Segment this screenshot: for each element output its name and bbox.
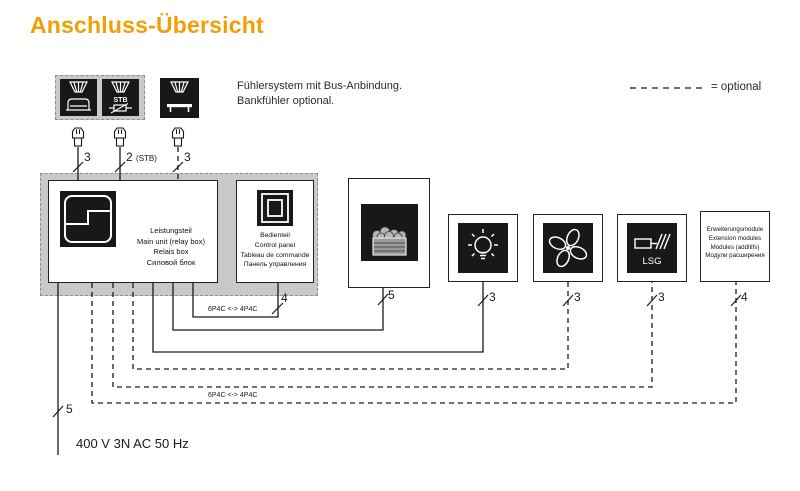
oven-sensor-cable-label: 3 bbox=[84, 150, 91, 164]
oven-sensor-plug-icon bbox=[70, 127, 86, 148]
bench-sensor-cable-label: 3 bbox=[184, 150, 191, 164]
main-unit-label: Leistungsteil Main unit (relay box) Rela… bbox=[137, 226, 205, 267]
control-panel-label: Bedienteil Control panel Tableau de comm… bbox=[240, 232, 310, 269]
oven-temperature-sensor-icon bbox=[60, 79, 97, 116]
stb-sensor-plug-icon bbox=[112, 127, 128, 148]
note-line-1: Fühlersystem mit Bus-Anbindung. bbox=[237, 80, 403, 92]
lsg-module-icon: LSG bbox=[627, 223, 677, 273]
relay-box-icon bbox=[60, 191, 116, 247]
extension-cable-label: 4 bbox=[741, 290, 748, 304]
extension-modules-label: Erweiterungsmodule Extension modules Mod… bbox=[705, 226, 765, 260]
control-panel-adapter-label: 6P4C <-> 4P4C bbox=[208, 306, 258, 313]
fan-cable-label: 3 bbox=[574, 290, 581, 304]
control-panel-display-icon bbox=[257, 190, 293, 226]
optional-legend-label: = optional bbox=[711, 81, 762, 93]
power-supply-label: 400 V 3N AC 50 Hz bbox=[76, 436, 189, 451]
heater-cable-label: 5 bbox=[388, 288, 395, 302]
light-cable-label: 3 bbox=[489, 290, 496, 304]
page-title: Anschluss-Übersicht bbox=[30, 12, 264, 38]
extension-adapter-label: 6P4C <-> 4P4C bbox=[208, 392, 258, 399]
note-line-2: Bankfühler optional. bbox=[237, 95, 335, 107]
light-bulb-icon bbox=[458, 223, 508, 273]
control-panel-cable-label: 4 bbox=[281, 291, 288, 305]
bench-sensor-plug-icon bbox=[170, 127, 186, 148]
stb-sensor-cable-label: 2 (STB) bbox=[126, 150, 157, 164]
bench-temperature-sensor-icon bbox=[160, 78, 199, 118]
extension-modules-box bbox=[700, 211, 770, 282]
fan-icon bbox=[543, 223, 593, 273]
sensor-system-note: Fühlersystem mit Bus-Anbindung. Bankfühl… bbox=[237, 79, 402, 109]
power-cable-label: 5 bbox=[66, 402, 73, 416]
sauna-heater-icon bbox=[361, 204, 418, 261]
lsg-cable-label: 3 bbox=[658, 290, 665, 304]
stb-safety-limiter-sensor-icon: STB bbox=[102, 79, 139, 116]
svg-text:LSG: LSG bbox=[642, 256, 661, 267]
stb-suffix: (STB) bbox=[136, 154, 157, 163]
svg-text:STB: STB bbox=[114, 97, 128, 104]
